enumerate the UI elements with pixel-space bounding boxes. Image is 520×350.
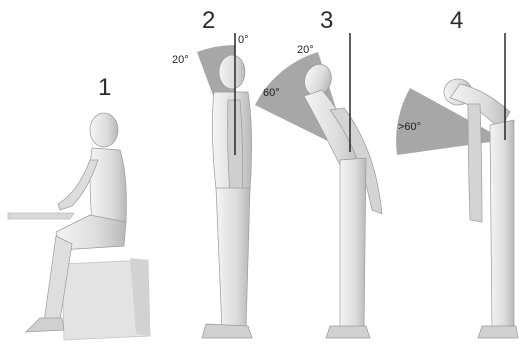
- figure-3-number: 3: [320, 7, 333, 34]
- figure-1-number: 1: [98, 74, 111, 101]
- seated-torso: [90, 148, 126, 222]
- figure-3-bent: [255, 33, 382, 338]
- figure-4-angle-forward: >60°: [398, 121, 421, 133]
- figure-2-upright: [197, 33, 252, 338]
- upright-feet: [202, 324, 252, 338]
- seated-foot: [26, 318, 64, 332]
- deep-bent-legs: [490, 120, 514, 332]
- figure-3-angle-top: 20°: [297, 44, 314, 56]
- figure-2-angle-vertical: 0°: [238, 34, 249, 46]
- seated-head: [90, 113, 118, 147]
- figure-2-angle-back: 20°: [172, 54, 189, 66]
- figure-3-angle-forward: 60°: [263, 87, 280, 99]
- upright-legs: [216, 188, 250, 330]
- deep-bent-feet: [478, 326, 518, 338]
- figure-1-seated: [8, 113, 150, 340]
- figure-2-number: 2: [202, 7, 215, 34]
- deep-bent-arm: [468, 104, 482, 222]
- upright-head: [219, 55, 245, 89]
- bent-legs: [340, 158, 366, 332]
- figure-4-number: 4: [450, 7, 463, 34]
- desk-surface: [8, 213, 74, 219]
- figure-4-deep-bent: [396, 33, 518, 338]
- bent-feet: [326, 326, 370, 338]
